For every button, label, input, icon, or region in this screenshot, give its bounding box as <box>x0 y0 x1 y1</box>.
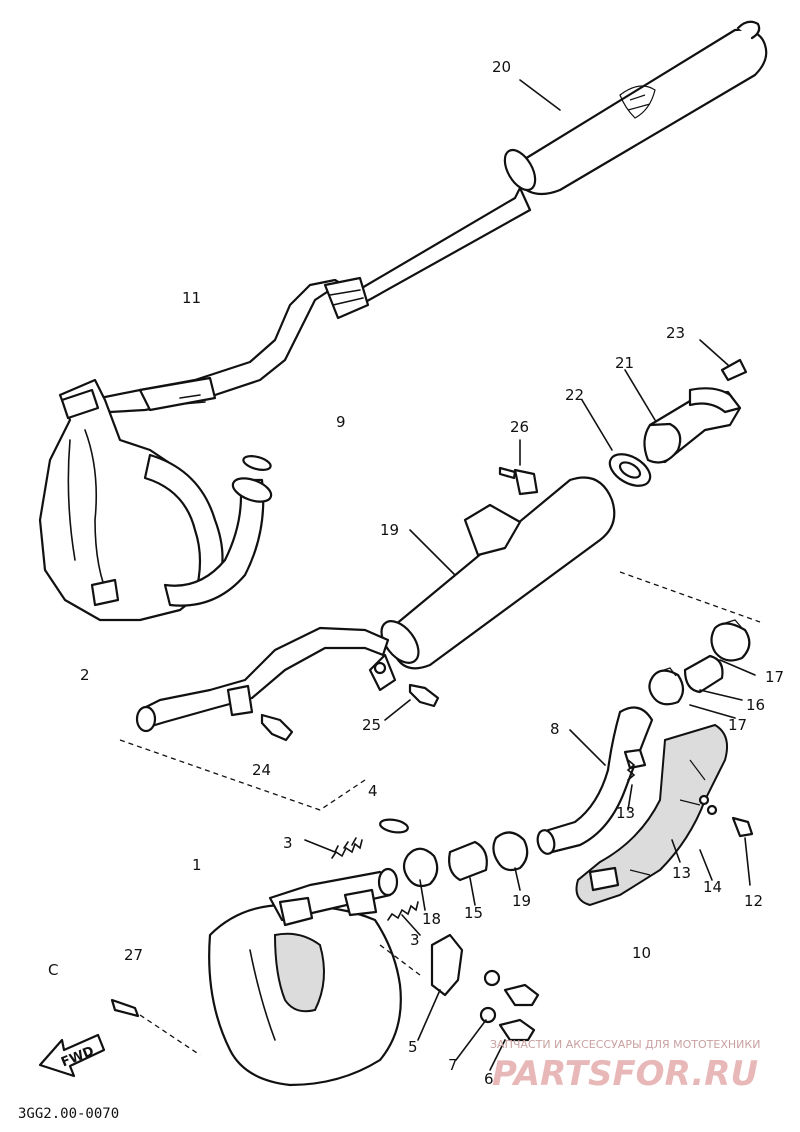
callout-7: 7 <box>448 1056 458 1074</box>
callout-1: 1 <box>192 856 202 874</box>
diagram-code: 3GG2.00-0070 <box>18 1106 119 1122</box>
callout-19: 19 <box>380 521 399 539</box>
callout-18: 18 <box>422 910 441 928</box>
callout-2: 2 <box>80 666 90 684</box>
callout-19-lower: 19 <box>512 892 531 910</box>
part-27-bolt <box>110 998 201 1056</box>
callout-26: 26 <box>510 418 529 436</box>
part-17-clamps <box>648 619 751 706</box>
callout-5: 5 <box>408 1038 418 1056</box>
callout-24: 24 <box>252 761 271 779</box>
callout-c: C <box>48 961 58 979</box>
part-16-sleeve <box>683 654 724 694</box>
part-18-clamp <box>402 847 439 888</box>
part-23-bolt <box>720 358 748 382</box>
part-21-tail-pipe <box>643 387 742 464</box>
part-25-bolt <box>408 683 440 708</box>
callout-8: 8 <box>550 720 560 738</box>
callout-27: 27 <box>124 946 143 964</box>
part-19-clamp <box>492 831 529 872</box>
callout-13-upper: 13 <box>616 804 635 822</box>
callout-13-lower: 13 <box>672 864 691 882</box>
part-3-springs <box>331 837 419 921</box>
part-4-ring <box>379 818 409 834</box>
callout-4: 4 <box>368 782 378 800</box>
callout-6: 6 <box>484 1070 494 1088</box>
fwd-arrow: FWD <box>38 1033 106 1078</box>
part-11-exhaust-pipe <box>98 186 532 414</box>
watermark-logo: PARTSFOR.RU <box>492 1054 758 1094</box>
part-22-gasket <box>608 453 652 487</box>
part-5-bracket <box>430 933 464 997</box>
callout-3-upper: 3 <box>283 834 293 852</box>
part-26-bolt <box>498 466 539 496</box>
callout-15: 15 <box>464 904 483 922</box>
part-24-bolt <box>260 713 294 742</box>
part-8-connecting-pipe <box>536 706 654 855</box>
watermark-caption: ЗАПЧАСТИ И АКСЕССУАРЫ ДЛЯ МОТОТЕХНИКИ <box>490 1038 760 1051</box>
part-1-expansion-chamber <box>208 867 402 1087</box>
callout-9: 9 <box>336 413 346 431</box>
leader-lines <box>119 79 761 1071</box>
callout-21: 21 <box>615 354 634 372</box>
callout-22: 22 <box>565 386 584 404</box>
callout-3-lower: 3 <box>410 931 420 949</box>
callout-10: 10 <box>632 944 651 962</box>
part-14-heat-guard <box>575 723 728 907</box>
part-13-springs <box>626 759 636 781</box>
watermark: ЗАПЧАСТИ И АКСЕССУАРЫ ДЛЯ МОТОТЕХНИКИ PA… <box>490 1038 760 1094</box>
part-19-lower-silencer <box>135 476 616 733</box>
callout-20: 20 <box>492 58 511 76</box>
callout-12: 12 <box>744 892 763 910</box>
part-7-washers <box>479 969 501 1024</box>
callout-11: 11 <box>182 289 201 307</box>
callout-17-lower: 17 <box>728 716 747 734</box>
callout-23: 23 <box>666 324 685 342</box>
part-9-header-assembly <box>38 378 273 622</box>
part-20-silencer <box>503 20 768 196</box>
callout-16: 16 <box>746 696 765 714</box>
callout-17-upper: 17 <box>765 668 784 686</box>
callout-labels: 20 11 9 23 21 22 26 19 2 17 16 17 8 25 2… <box>48 58 784 1088</box>
callout-14: 14 <box>703 878 722 896</box>
part-12-screw <box>731 816 754 838</box>
part-6-bolts <box>498 983 540 1042</box>
part-15-sleeve <box>448 840 488 882</box>
callout-25: 25 <box>362 716 381 734</box>
